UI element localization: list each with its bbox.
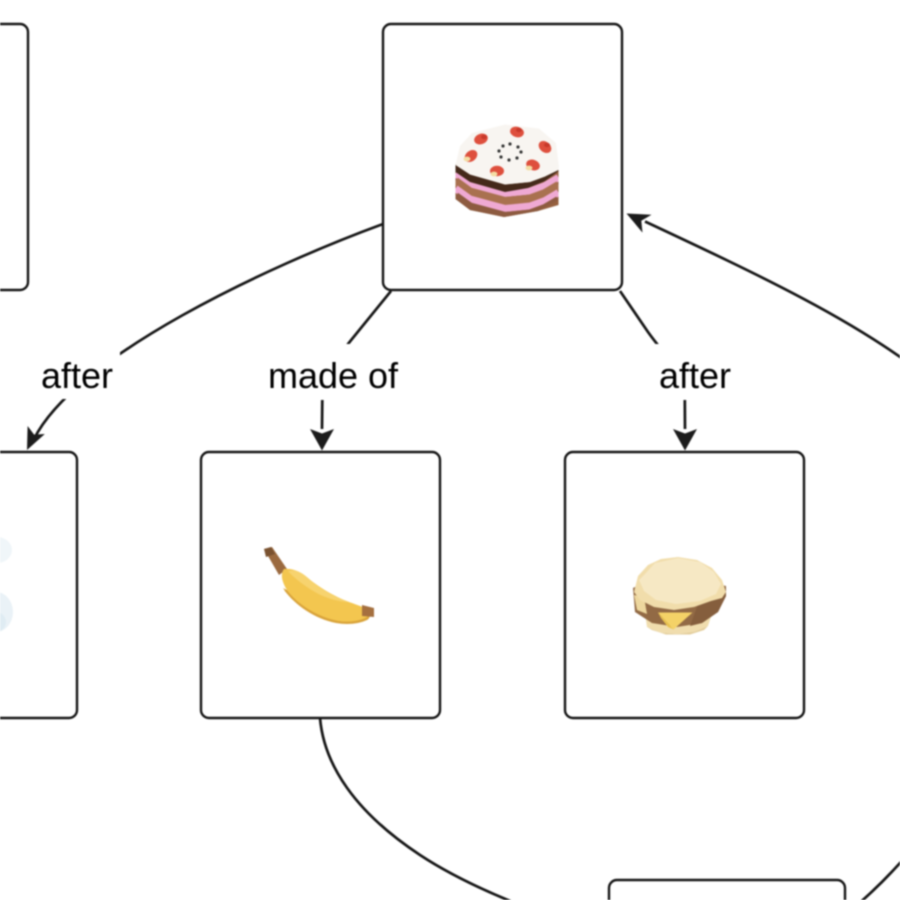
svg-text:after: after xyxy=(41,355,113,396)
svg-text:after: after xyxy=(659,355,731,396)
svg-text:made of: made of xyxy=(268,355,399,396)
